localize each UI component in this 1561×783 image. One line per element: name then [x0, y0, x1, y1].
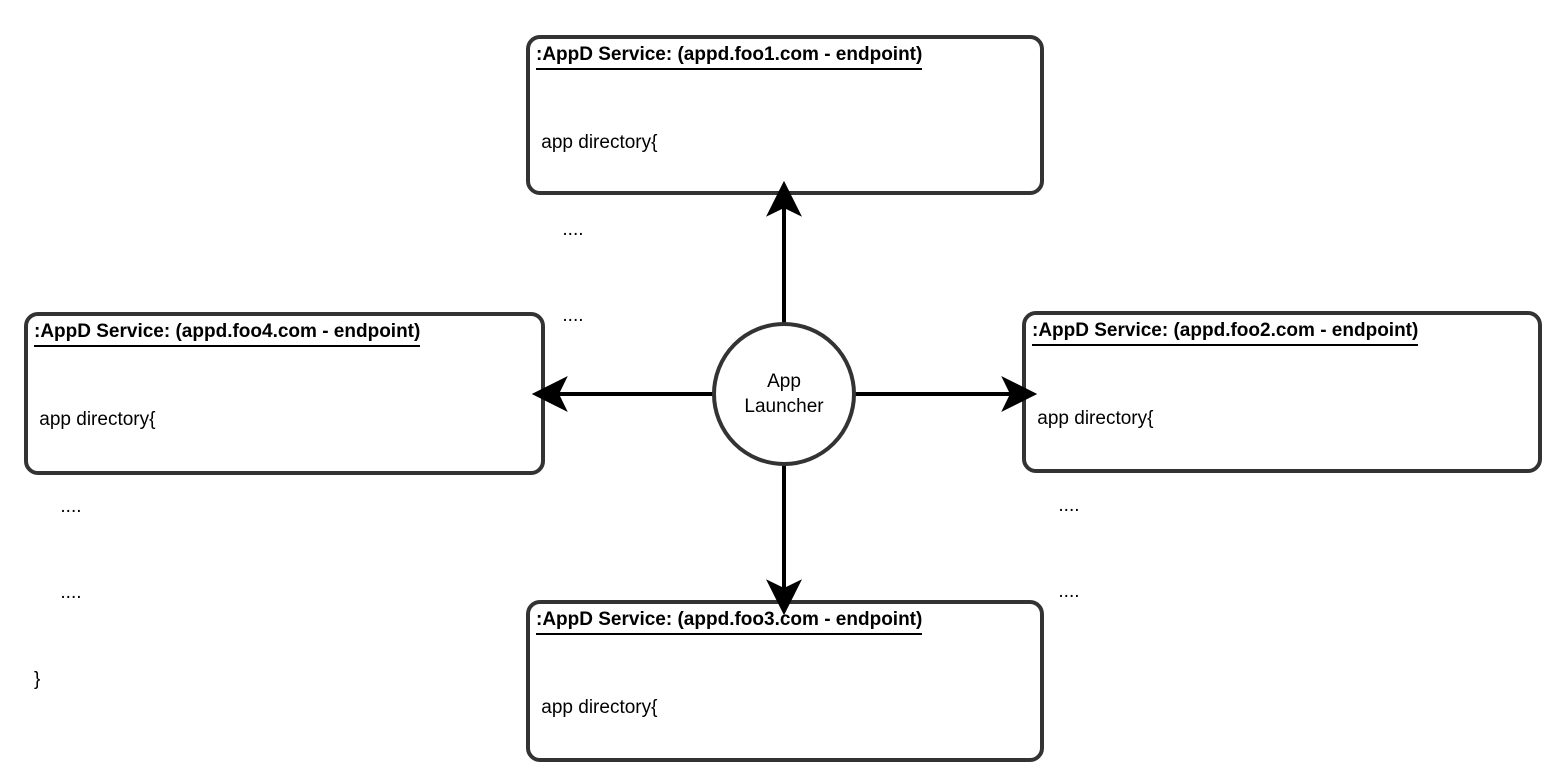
service-node-foo1-title: :AppD Service: (appd.foo1.com - endpoint… [536, 43, 923, 71]
connector-hub-to-foo1 [766, 180, 802, 332]
service-node-foo1-body: app directory{ .... .... } [536, 71, 1032, 475]
service-node-foo3[interactable]: :AppD Service: (appd.foo3.com - endpoint… [526, 600, 1044, 762]
service-node-foo3-body: app directory{ .... .... } [536, 636, 1032, 783]
body-line: .... [1032, 581, 1080, 603]
body-line: .... [34, 582, 82, 604]
body-line: app directory{ [536, 132, 658, 154]
body-line: app directory{ [536, 697, 658, 719]
body-line: .... [536, 218, 584, 240]
body-line: .... [536, 305, 584, 327]
service-node-foo2-body: app directory{ .... .... } [1032, 347, 1530, 751]
body-line: .... [34, 495, 82, 517]
app-launcher-hub[interactable]: App Launcher [712, 322, 856, 466]
service-node-foo4-body: app directory{ .... .... } [34, 348, 533, 752]
body-line: app directory{ [1032, 408, 1154, 430]
connector-hub-to-foo2 [844, 376, 1038, 412]
service-node-foo4[interactable]: :AppD Service: (appd.foo4.com - endpoint… [24, 312, 545, 690]
connector-hub-to-foo3 [766, 450, 802, 616]
service-node-foo3-title: :AppD Service: (appd.foo3.com - endpoint… [536, 608, 923, 636]
connector-hub-to-foo4 [531, 376, 726, 412]
body-line: app directory{ [34, 409, 156, 431]
service-node-foo1[interactable]: :AppD Service: (appd.foo1.com - endpoint… [526, 35, 1044, 413]
body-line: .... [1032, 494, 1080, 516]
body-line: } [1032, 665, 1530, 694]
body-line: } [34, 668, 41, 690]
service-node-foo2-title: :AppD Service: (appd.foo2.com - endpoint… [1032, 319, 1419, 347]
service-node-foo2[interactable]: :AppD Service: (appd.foo2.com - endpoint… [1022, 311, 1542, 689]
app-launcher-hub-label: App Launcher [744, 370, 824, 417]
service-node-foo4-title: :AppD Service: (appd.foo4.com - endpoint… [34, 320, 421, 348]
